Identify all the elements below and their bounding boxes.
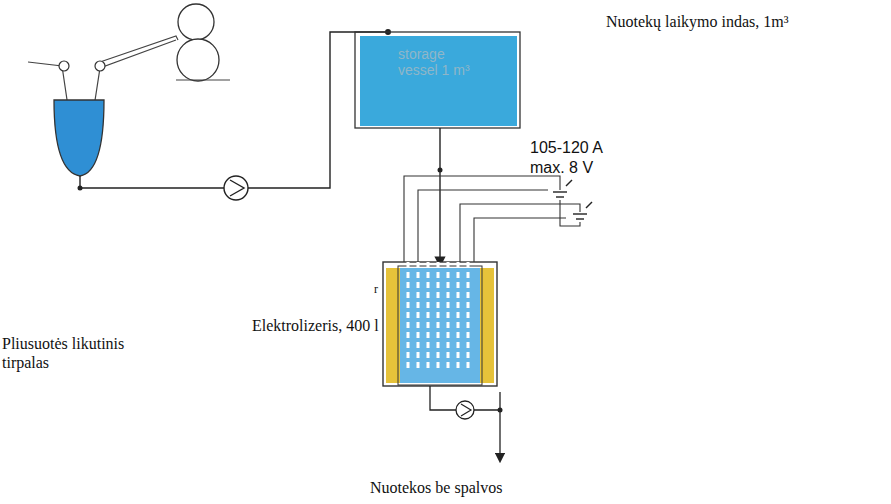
pump-symbol <box>224 176 248 200</box>
pipe-joint <box>78 186 83 191</box>
electrolyser <box>383 262 497 386</box>
vessel-outline <box>355 32 520 128</box>
residual-liquor-label: Pliusuotės likutinis tirpalas <box>2 334 128 372</box>
storage-vessel: storage vessel 1 m³ <box>360 36 517 126</box>
pipe <box>499 410 500 458</box>
pump-symbol <box>230 180 244 196</box>
voltage-rating: max. 8 V <box>530 158 593 177</box>
power-wiring <box>404 176 580 262</box>
outlet-label: Nuotekos be spalvos <box>370 478 502 497</box>
part-letter: r <box>374 282 378 296</box>
electrolyser-label: Elektrolizeris, 400 l <box>252 316 379 335</box>
pump-symbol <box>456 401 474 419</box>
pipe-joint <box>438 168 443 173</box>
fabric-line <box>100 36 230 80</box>
padder-rollers <box>177 4 219 81</box>
vessel-caption: Nuotekų laikymo indas, 1m³ <box>606 12 789 31</box>
vessel-text: storage vessel 1 m³ <box>398 46 484 78</box>
padding-trough <box>54 100 104 176</box>
pipe <box>439 128 440 262</box>
power-source-symbol <box>553 180 592 219</box>
pump-symbol <box>461 404 471 416</box>
pipe <box>80 32 388 188</box>
current-rating: 105-120 A <box>530 138 603 157</box>
pipe-joint <box>498 408 503 413</box>
